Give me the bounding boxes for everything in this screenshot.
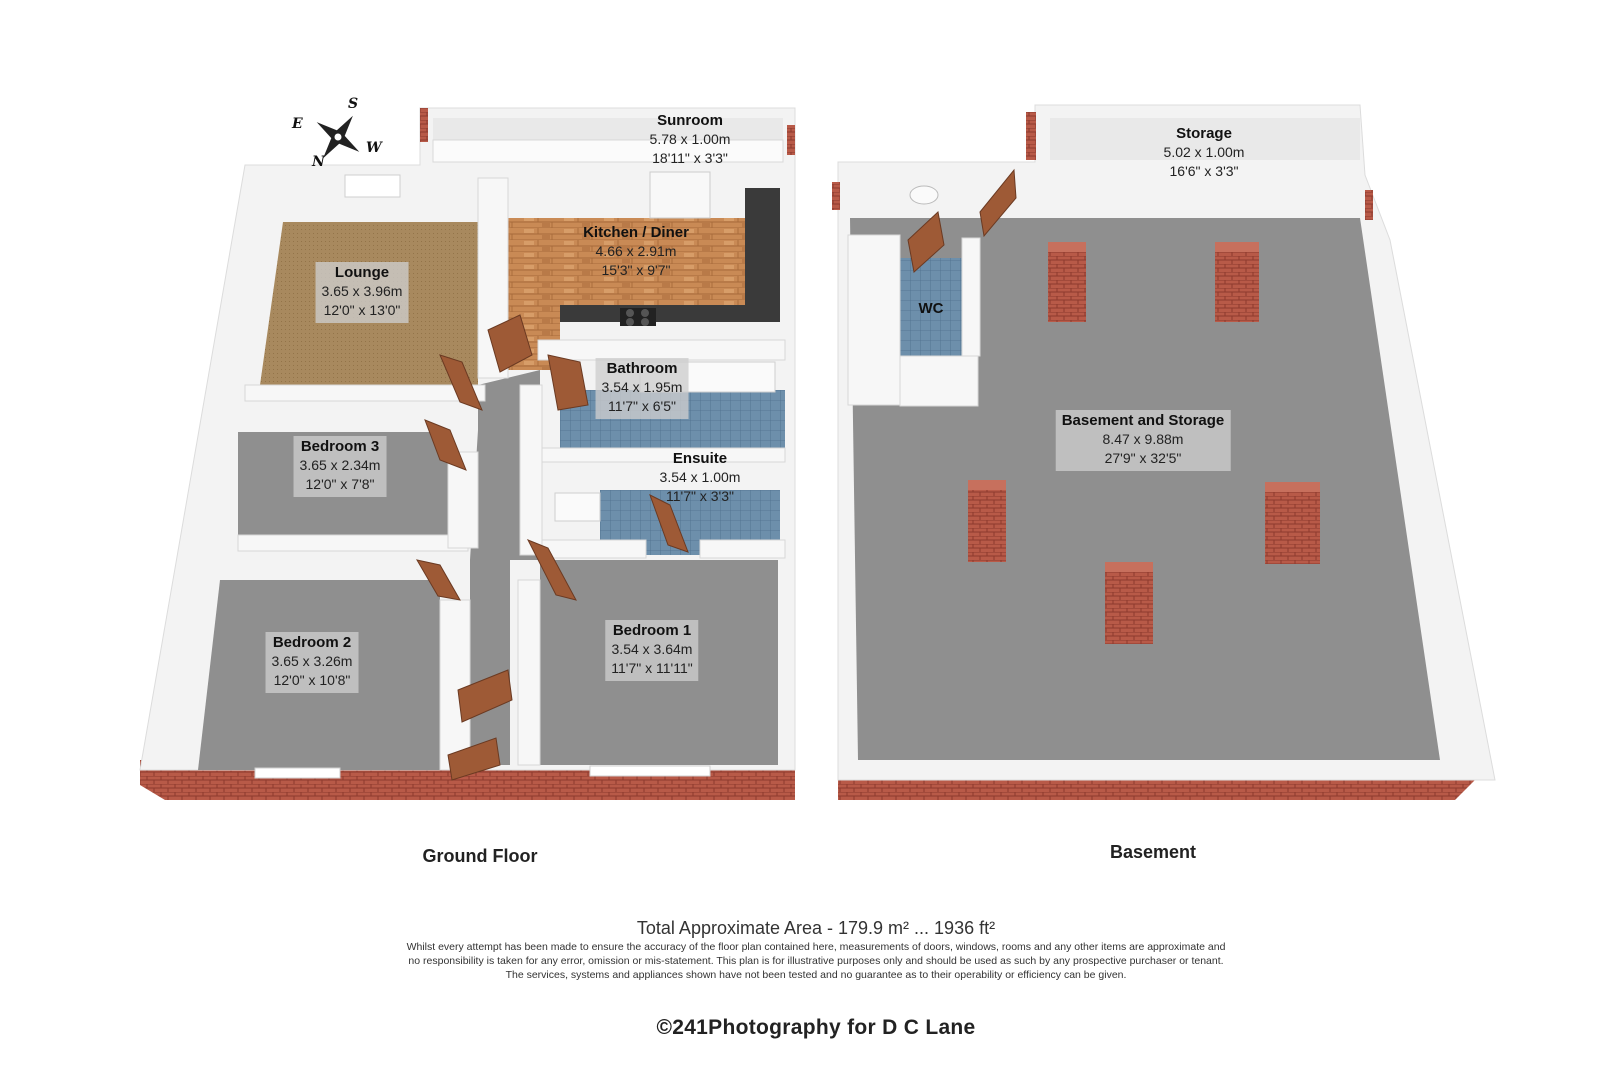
room-imperial: 12'0" x 7'8": [305, 476, 375, 492]
room-metric: 3.54 x 1.00m: [659, 469, 741, 485]
room-label-kitchen-diner: Kitchen / Diner 4.66 x 2.91m 15'3" x 9'7…: [583, 224, 689, 280]
hob-ring: [626, 309, 634, 317]
kitchen-hob: [620, 308, 656, 326]
room-metric: 5.02 x 1.00m: [1163, 144, 1245, 160]
compass-east-label: E: [292, 116, 303, 132]
disclaimer-line: The services, systems and appliances sho…: [505, 969, 1127, 981]
room-name: Basement and Storage: [1061, 412, 1225, 429]
wc-walls: [847, 234, 981, 407]
compass-west-label: W: [366, 140, 382, 156]
room-name: Bathroom: [606, 360, 678, 377]
room-name: Bedroom 3: [300, 438, 380, 455]
basement-wall-brick: [832, 182, 840, 210]
ground-floor-windows: [254, 174, 711, 779]
hob-ring: [626, 318, 634, 326]
room-metric: 8.47 x 9.88m: [1102, 431, 1184, 447]
hob-ring: [641, 309, 649, 317]
ground-floor-interior-walls: [237, 177, 786, 771]
pillar: [1048, 242, 1086, 322]
room-metric: 5.78 x 1.00m: [649, 131, 731, 147]
storage-brick-left: [1026, 112, 1036, 160]
kitchen-doors: [649, 171, 711, 219]
sunroom-brick-right: [787, 125, 795, 155]
room-metric: 3.65 x 3.26m: [271, 653, 353, 669]
total-area: Total Approximate Area - 179.9 m² ... 19…: [636, 918, 996, 938]
room-name: Ensuite: [672, 450, 728, 467]
wc-floor: [900, 258, 962, 356]
room-metric: 3.65 x 3.96m: [321, 283, 403, 299]
floor-title-ground-floor: Ground Floor: [422, 846, 538, 866]
storage-brick-right: [1365, 190, 1373, 220]
room-name: Bedroom 1: [612, 622, 692, 639]
disclaimer-line: no responsibility is taken for any error…: [408, 955, 1224, 967]
basement-pillars: [968, 242, 1320, 644]
ground-floor-doors: [415, 314, 689, 781]
room-label-bedroom-3: Bedroom 3 3.65 x 2.34m 12'0" x 7'8": [293, 436, 387, 497]
room-metric: 3.65 x 2.34m: [299, 457, 381, 473]
room-label-bedroom-2: Bedroom 2 3.65 x 3.26m 12'0" x 10'8": [265, 632, 359, 693]
room-label-bathroom: Bathroom 3.54 x 1.95m 11'7" x 6'5": [595, 358, 689, 419]
room-metric: 3.54 x 1.95m: [601, 379, 683, 395]
kitchen-worktop: [560, 188, 780, 322]
room-label-storage: Storage 5.02 x 1.00m 16'6" x 3'3": [1164, 125, 1245, 181]
room-label-basement-and-storage: Basement and Storage 8.47 x 9.88m 27'9" …: [1055, 410, 1231, 471]
disclaimer: Whilst every attempt has been made to en…: [407, 940, 1226, 982]
room-metric: 4.66 x 2.91m: [595, 243, 677, 259]
kitchen-floor: [508, 218, 745, 370]
hob-ring: [641, 318, 649, 326]
room-name: Kitchen / Diner: [583, 224, 689, 241]
compass-icon: [316, 115, 360, 159]
ensuite-shower: [554, 492, 601, 522]
photography-credit: ©241Photography for D C Lane: [656, 1016, 976, 1039]
room-imperial: 11'7" x 3'3": [666, 488, 734, 504]
room-name: Bedroom 2: [272, 634, 352, 651]
compass-south-label: S: [348, 96, 359, 112]
room-label-lounge: Lounge 3.65 x 3.96m 12'0" x 13'0": [315, 262, 409, 323]
room-imperial: 27'9" x 32'5": [1104, 450, 1182, 466]
basement-brick-base: [838, 780, 1475, 800]
pillar: [968, 480, 1006, 562]
pillar: [1215, 242, 1259, 322]
room-name: Sunroom: [657, 112, 723, 129]
room-name: Lounge: [334, 264, 390, 281]
room-label-sunroom: Sunroom 5.78 x 1.00m 18'11" x 3'3": [650, 112, 731, 168]
room-name: Storage: [1176, 125, 1232, 142]
room-imperial: 11'7" x 11'11": [611, 660, 693, 676]
pillar: [1265, 482, 1320, 564]
sunroom-glazing: [432, 139, 784, 163]
basement-doors: [907, 168, 1017, 273]
room-label-ensuite: Ensuite 3.54 x 1.00m 11'7" x 3'3": [660, 450, 741, 506]
disclaimer-line: Whilst every attempt has been made to en…: [406, 941, 1226, 953]
room-imperial: 18'11" x 3'3": [652, 150, 728, 166]
room-imperial: 12'0" x 13'0": [323, 302, 401, 318]
room-label-bedroom-1: Bedroom 1 3.54 x 3.64m 11'7" x 11'11": [605, 620, 699, 681]
basement-plan: [832, 104, 1496, 800]
sunroom-brick-left: [420, 108, 428, 142]
floor-title-basement: Basement: [1109, 842, 1197, 862]
room-imperial: 16'6" x 3'3": [1169, 163, 1239, 179]
room-imperial: 15'3" x 9'7": [601, 262, 671, 278]
room-imperial: 11'7" x 6'5": [608, 398, 676, 414]
room-imperial: 12'0" x 10'8": [273, 672, 351, 688]
room-label-wc: WC: [919, 300, 944, 318]
basement-floor: [850, 218, 1440, 760]
room-name: WC: [918, 300, 944, 317]
wc-basin: [909, 185, 939, 205]
compass-north-label: N: [312, 154, 325, 170]
storage-floor: [1050, 118, 1360, 160]
room-metric: 3.54 x 3.64m: [611, 641, 693, 657]
pillar: [1105, 562, 1153, 644]
